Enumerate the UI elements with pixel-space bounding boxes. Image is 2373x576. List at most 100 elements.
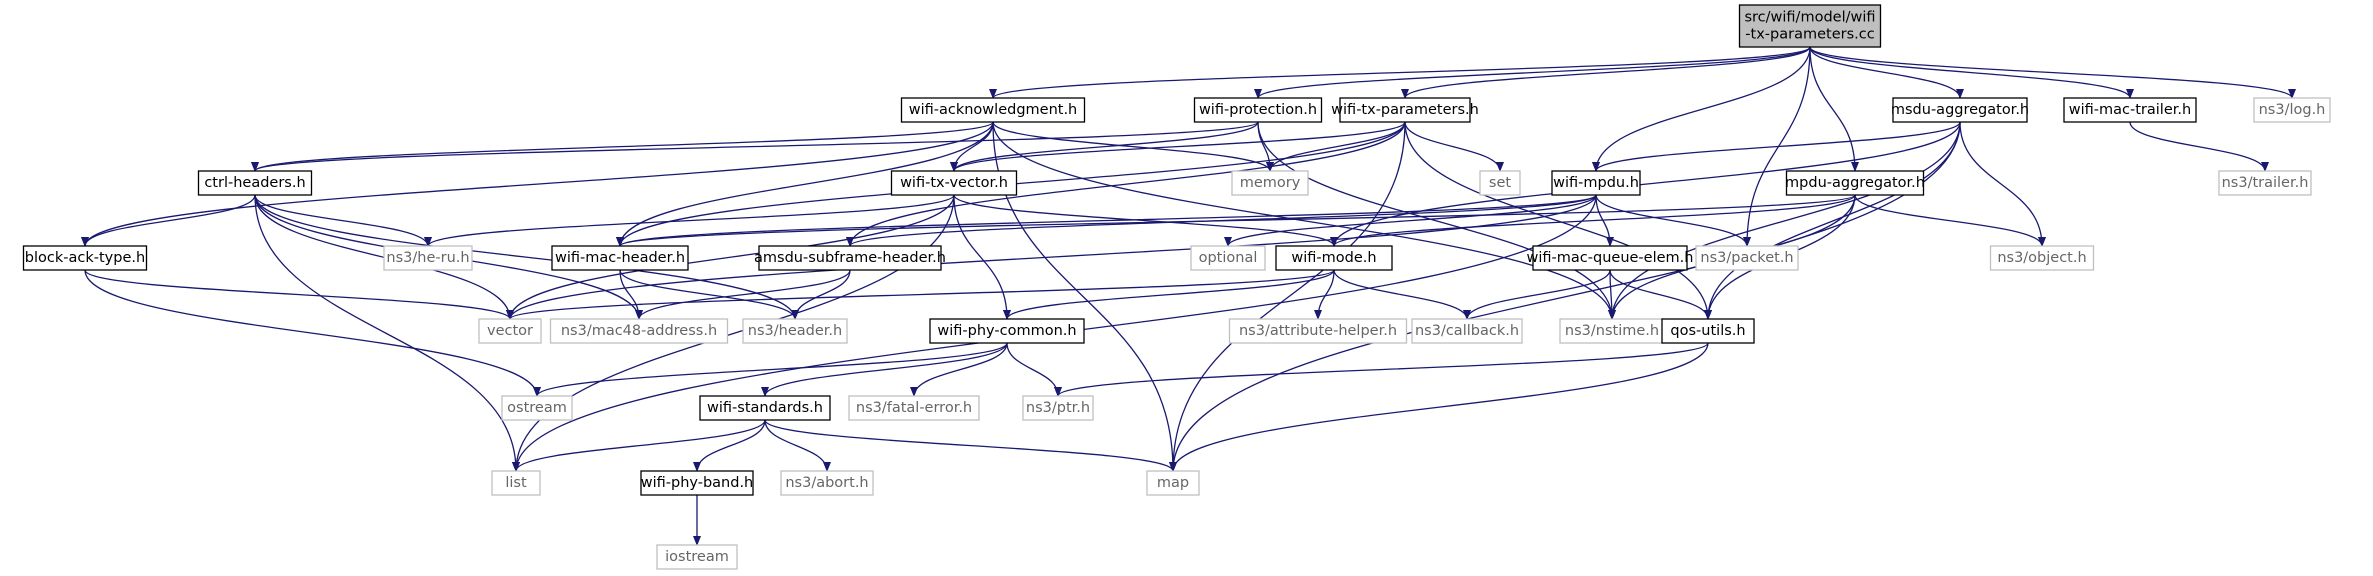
edge-root-to-wifi-mpdu bbox=[1592, 46, 1811, 172]
node-phy-common[interactable]: wifi-phy-common.h bbox=[929, 318, 1085, 344]
node-optional: optional bbox=[1190, 245, 1266, 271]
edge-wifi-mode-to-phy-common bbox=[1003, 269, 1335, 320]
node-box bbox=[1231, 170, 1309, 196]
edge-mac-header-to-mac48 bbox=[619, 269, 643, 320]
node-phy-band[interactable]: wifi-phy-band.h bbox=[640, 470, 754, 496]
node-mac48: ns3/mac48-address.h bbox=[549, 318, 729, 344]
node-label: ns3/he-ru.h bbox=[386, 250, 469, 266]
edge-wifi-ack-to-ctrl-headers bbox=[251, 121, 994, 172]
node-vector: vector bbox=[478, 318, 542, 344]
node-box bbox=[1193, 97, 1323, 123]
edge-wifi-txvec-to-phy-common bbox=[953, 194, 1011, 320]
nodes-layer: src/wifi/model/wifi-tx-parameters.ccwifi… bbox=[22, 4, 2331, 570]
node-box bbox=[780, 470, 874, 496]
node-ctrl-headers[interactable]: ctrl-headers.h bbox=[197, 170, 313, 196]
node-label: wifi-tx-parameters.h bbox=[1331, 102, 1479, 118]
node-ns3-trailer: ns3/trailer.h bbox=[2218, 170, 2312, 196]
node-label: wifi-phy-band.h bbox=[641, 475, 754, 491]
edge-wifi-txvec-to-wifi-mode bbox=[953, 194, 1338, 247]
edge-root-to-wifi-txp bbox=[1401, 46, 1811, 99]
edge-wifi-mpdu-to-vector bbox=[506, 194, 1597, 320]
edge-wifi-ack-to-wifi-txvec bbox=[950, 121, 994, 172]
node-label: wifi-protection.h bbox=[1199, 102, 1317, 118]
node-ostream: ostream bbox=[501, 395, 573, 421]
edge-wifi-mode-to-attr-helper bbox=[1314, 269, 1335, 320]
edge-mac-header-to-ns3-header bbox=[619, 269, 799, 320]
node-list: list bbox=[491, 470, 541, 496]
node-callback: ns3/callback.h bbox=[1411, 318, 1523, 344]
node-label: wifi-mac-header.h bbox=[555, 250, 685, 266]
edge-phy-common-to-standards bbox=[761, 342, 1008, 397]
node-wifi-txvec[interactable]: wifi-tx-vector.h bbox=[890, 170, 1018, 196]
edge-wifi-txvec-to-he-ru bbox=[424, 194, 955, 247]
edge-mac-trailer-to-ns3-trailer bbox=[2129, 121, 2269, 172]
node-box bbox=[742, 318, 848, 344]
edge-wifi-mode-to-callback bbox=[1333, 269, 1471, 320]
node-box bbox=[2063, 97, 2197, 123]
node-amsdu[interactable]: amsdu-subframe-header.h bbox=[754, 245, 946, 271]
edge-wifi-ack-to-nstime bbox=[992, 121, 1616, 320]
node-fatal-error: ns3/fatal-error.h bbox=[848, 395, 980, 421]
node-label: ns3/header.h bbox=[748, 323, 842, 339]
node-box bbox=[1022, 395, 1094, 421]
edge-ctrl-headers-to-list bbox=[254, 194, 520, 472]
edge-msdu-agg-to-ns3-object bbox=[1959, 121, 2046, 247]
node-label: ns3/abort.h bbox=[785, 475, 868, 491]
edge-amsdu-to-mac48 bbox=[635, 269, 851, 320]
edge-mpdu-agg-to-mac-header bbox=[616, 194, 1856, 247]
node-mac-trailer[interactable]: wifi-mac-trailer.h bbox=[2063, 97, 2197, 123]
node-box bbox=[2253, 97, 2331, 123]
edge-standards-to-abort bbox=[764, 419, 831, 472]
edge-msdu-agg-to-qos-utils bbox=[1704, 121, 1961, 320]
node-box bbox=[699, 395, 831, 421]
node-box bbox=[1479, 170, 1521, 196]
node-mpdu-agg[interactable]: mpdu-aggregator.h bbox=[1785, 170, 1925, 196]
node-label: ns3/mac48-address.h bbox=[561, 323, 717, 339]
node-label: ns3/nstime.h bbox=[1565, 323, 1659, 339]
node-wifi-mode[interactable]: wifi-mode.h bbox=[1275, 245, 1393, 271]
node-box bbox=[1695, 245, 1799, 271]
edge-queue-elem-to-qos-utils bbox=[1609, 269, 1712, 320]
node-box bbox=[640, 470, 754, 496]
node-label: ns3/fatal-error.h bbox=[856, 400, 972, 416]
node-box bbox=[549, 318, 729, 344]
node-label: ns3/packet.h bbox=[1700, 250, 1793, 266]
node-box bbox=[1532, 245, 1688, 271]
edge-phy-common-to-ptr bbox=[1006, 342, 1062, 397]
edge-standards-to-phy-band bbox=[693, 419, 766, 472]
node-label: ns3/log.h bbox=[2259, 102, 2326, 118]
node-box bbox=[491, 470, 541, 496]
node-label: wifi-mode.h bbox=[1291, 250, 1376, 266]
node-queue-elem[interactable]: wifi-mac-queue-elem.h bbox=[1527, 245, 1694, 271]
node-standards[interactable]: wifi-standards.h bbox=[699, 395, 831, 421]
edge-standards-to-list bbox=[512, 419, 766, 472]
node-wifi-ack[interactable]: wifi-acknowledgment.h bbox=[900, 97, 1086, 123]
node-attr-helper: ns3/attribute-helper.h bbox=[1228, 318, 1408, 344]
node-box bbox=[758, 245, 942, 271]
node-box bbox=[1551, 170, 1641, 196]
node-wifi-txp[interactable]: wifi-tx-parameters.h bbox=[1331, 97, 1479, 123]
node-mac-header[interactable]: wifi-mac-header.h bbox=[551, 245, 689, 271]
node-label: ns3/trailer.h bbox=[2222, 175, 2309, 191]
node-wifi-prot[interactable]: wifi-protection.h bbox=[1193, 97, 1323, 123]
edge-msdu-agg-to-nstime bbox=[1608, 121, 1961, 320]
node-box bbox=[1738, 4, 1882, 48]
node-memory: memory bbox=[1231, 170, 1309, 196]
edge-wifi-txp-to-set bbox=[1404, 121, 1504, 172]
node-wifi-mpdu[interactable]: wifi-mpdu.h bbox=[1551, 170, 1641, 196]
edge-root-to-mpdu-agg bbox=[1809, 46, 1859, 172]
node-label: list bbox=[505, 475, 527, 491]
node-map: map bbox=[1146, 470, 1200, 496]
node-label: wifi-tx-vector.h bbox=[900, 175, 1008, 191]
node-box bbox=[478, 318, 542, 344]
node-label: wifi-standards.h bbox=[707, 400, 823, 416]
node-label: msdu-aggregator.h bbox=[1891, 102, 2029, 118]
node-ns3-log: ns3/log.h bbox=[2253, 97, 2331, 123]
node-ns3-packet: ns3/packet.h bbox=[1695, 245, 1799, 271]
edge-wifi-txp-to-amsdu bbox=[846, 121, 1406, 247]
edge-wifi-mpdu-to-mac-header bbox=[616, 194, 1597, 247]
node-block-ack[interactable]: block-ack-type.h bbox=[22, 245, 148, 271]
node-msdu-agg[interactable]: msdu-aggregator.h bbox=[1891, 97, 2029, 123]
node-box bbox=[1411, 318, 1523, 344]
node-qos-utils[interactable]: qos-utils.h bbox=[1661, 318, 1755, 344]
